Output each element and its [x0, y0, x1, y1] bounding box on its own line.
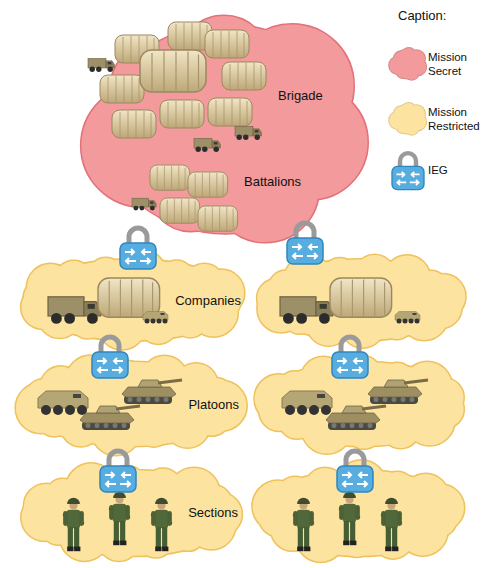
legend-text: Mission Restricted — [428, 105, 484, 133]
level-label: Brigade — [278, 88, 323, 103]
platoon-vehicles-part — [326, 406, 386, 430]
cloud-shape — [16, 356, 247, 455]
cloud-lobe — [173, 303, 207, 337]
level-label-box: Platoons — [188, 397, 239, 412]
caption-heading: Caption: — [398, 8, 446, 23]
section-soldiers — [63, 492, 402, 551]
ieg-locks-part — [120, 228, 156, 269]
battalion-camp-part — [188, 172, 228, 197]
ieg-locks-part — [337, 451, 373, 492]
company-vehicles-part — [330, 278, 392, 317]
legend-swatch — [388, 45, 428, 83]
caption-heading-box: Caption: — [398, 8, 446, 23]
level-label-box: Companies — [175, 293, 241, 308]
platoon-vehicles-part — [122, 380, 182, 404]
level-label-box: Sections — [188, 505, 238, 520]
brigade-camp-part — [235, 126, 261, 139]
section-soldiers-part — [63, 498, 84, 551]
cloud-lobe — [408, 50, 425, 67]
platoon-vehicles-part — [80, 406, 140, 430]
section-soldiers-part — [381, 498, 402, 551]
ieg-locks-part — [332, 337, 368, 378]
platoon-vehicles — [38, 380, 428, 430]
brigade-camp-part — [205, 30, 249, 58]
cloud-lobe — [173, 303, 207, 337]
cloud-lobe — [420, 286, 462, 328]
brigade-camp-part — [140, 50, 206, 92]
cloud-lobe — [55, 261, 93, 299]
level-label: Companies — [175, 293, 241, 308]
battalion-camp-part — [198, 206, 238, 231]
brigade-camp-part — [194, 138, 220, 152]
cloud-shape — [81, 16, 367, 242]
level-label: Platoons — [188, 397, 239, 412]
cloud-lobe — [55, 261, 93, 299]
section-soldiers-part — [109, 492, 130, 545]
ieg-locks-part — [287, 223, 323, 264]
platoon-vehicles-part — [282, 391, 332, 415]
cloud-lobe — [138, 414, 170, 446]
ieg-locks-part — [100, 451, 136, 492]
company-vehicles-part — [143, 312, 168, 324]
battalion-camp-part — [150, 165, 190, 190]
brigade-camp-part — [112, 110, 156, 138]
cloud-lobe — [420, 286, 462, 328]
cloud-lobe — [138, 414, 170, 446]
cloud-shape — [257, 255, 465, 348]
level-label-box: Battalions — [244, 174, 301, 189]
brigade-camp-part — [222, 62, 266, 90]
section-soldiers-part — [339, 492, 360, 545]
cloud-shape — [389, 103, 426, 135]
battalion-camp — [132, 165, 238, 231]
legend-entry: Mission Restricted — [428, 105, 484, 133]
level-label-box: Brigade — [278, 88, 323, 103]
brigade-camp-part — [88, 58, 114, 72]
level-label: Battalions — [244, 174, 301, 189]
ieg-locks-part — [92, 337, 128, 378]
cloud-lobe — [408, 105, 425, 122]
legend-lock-sample — [392, 150, 424, 190]
ieg-lock-symbol — [392, 153, 424, 189]
company-vehicles-part — [395, 312, 420, 324]
cloud-lobe — [172, 518, 205, 551]
brigade-camp-part — [160, 100, 204, 128]
platoon-vehicles-part — [38, 391, 88, 415]
section-soldiers-part — [151, 498, 172, 551]
battalion-camp-part — [132, 198, 156, 210]
platoon-vehicles-part — [368, 380, 428, 404]
company-vehicles-part — [280, 297, 333, 324]
legend-text: IEG — [428, 163, 484, 177]
brigade-camp-part — [100, 75, 144, 103]
cloud-shape — [389, 48, 426, 80]
company-vehicles — [48, 278, 420, 324]
legend-entry: Mission Secret — [428, 50, 484, 78]
level-label: Sections — [188, 505, 238, 520]
ieg-locks — [92, 223, 373, 492]
company-vehicles-part — [48, 297, 101, 324]
brigade-camp-part — [208, 98, 252, 126]
section-soldiers-part — [293, 498, 314, 551]
brigade-camp — [88, 22, 266, 152]
legend-text: Mission Secret — [428, 50, 484, 78]
legend-entry: IEG — [428, 163, 484, 177]
cloud-lobe — [408, 50, 425, 67]
cloud-lobe — [408, 105, 425, 122]
battalion-camp-part — [160, 198, 200, 223]
legend-swatch — [388, 100, 428, 138]
cloud-lobe — [172, 518, 205, 551]
